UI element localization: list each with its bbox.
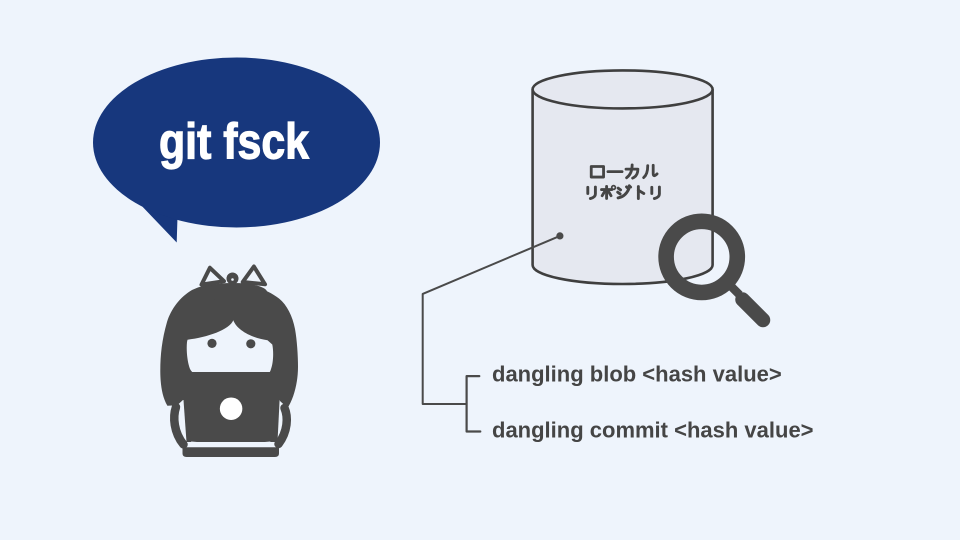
svg-text:git fsck: git fsck [159, 114, 309, 170]
svg-text:dangling blob <hash value>: dangling blob <hash value> [492, 362, 782, 387]
svg-text:dangling commit <hash value>: dangling commit <hash value> [492, 418, 814, 443]
